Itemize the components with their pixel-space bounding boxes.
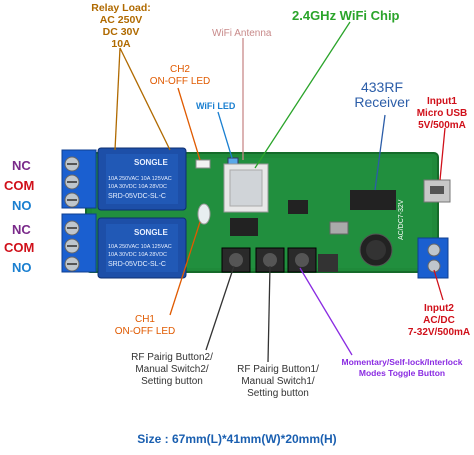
relay-ch2-rating-1: 10A 250VAC 10A 125VAC — [108, 176, 172, 182]
mode-button-label: Momentary/Self-lock/Interlock Modes Togg… — [330, 357, 474, 379]
terminal-com-2: COM — [4, 240, 35, 255]
ch1-led-label-line2: ON-OFF LED — [114, 326, 176, 337]
mode-button-line1: Momentary/Self-lock/Interlock — [341, 357, 463, 367]
relay-ch2-rating-2: 10A 30VDC 10A 28VDC — [108, 184, 168, 190]
relay-ch1 — [97, 217, 187, 279]
ic-chip — [230, 218, 258, 236]
relay-load-current: 10A — [111, 38, 131, 50]
relay-ch2-model: SRD-05VDC-SL-C — [108, 193, 166, 200]
input2-line2: AC/DC — [423, 315, 455, 326]
board-side-print: AC/DC7-32V — [398, 199, 405, 240]
ch1-led — [197, 203, 211, 225]
relay-ch1-rating-1: 10A 250VAC 10A 125VAC — [108, 244, 172, 250]
size-caption: Size : 67mm(L)*41mm(W)*20mm(H) — [137, 432, 337, 446]
relay-load-label: Relay Load: AC 250V DC 30V 10A — [90, 2, 152, 50]
rf-button1-label: RF Pairig Button1/ Manual Switch1/ Setti… — [226, 364, 330, 400]
terminal-no-2: NO — [12, 260, 32, 275]
relay-load-dc: DC 30V — [102, 26, 140, 38]
rf-receiver-line2: Receiver — [354, 94, 410, 110]
input2-label: Input2 AC/DC 7-32V/500mA — [404, 303, 474, 339]
mode-button-shape — [287, 247, 317, 273]
rf-button1-line3: Setting button — [247, 388, 309, 399]
terminal-com-1: COM — [4, 178, 35, 193]
terminal-nc-1: NC — [12, 158, 31, 173]
rf-button1-line2: Manual Switch1/ — [241, 376, 315, 387]
input2-line3: 7-32V/500mA — [407, 327, 471, 338]
input1-line1: Input1 — [427, 96, 457, 107]
ic-small — [288, 200, 308, 214]
rf-button2-line1: RF Pairig Button2/ — [131, 352, 213, 363]
ch2-led-label: CH2 ON-OFF LED — [148, 64, 212, 88]
wifi-led-label: WiFi LED — [196, 101, 236, 111]
rf-button-2-shape — [221, 247, 251, 273]
terminal-nc-2: NC — [12, 222, 31, 237]
input1-line3: 5V/500mA — [418, 120, 466, 131]
rf-button2-line3: Setting button — [141, 376, 203, 387]
crystal — [329, 221, 349, 235]
inductor — [318, 254, 338, 272]
rf-button2-line2: Manual Switch2/ — [135, 364, 209, 375]
terminal-block-ch1 — [61, 213, 97, 273]
ch2-led-label-line2: ON-OFF LED — [149, 76, 211, 87]
ic-chip-rf — [350, 190, 396, 210]
rf-button1-line1: RF Pairig Button1/ — [237, 364, 319, 375]
ch1-led-label: CH1 ON-OFF LED — [112, 314, 178, 338]
rf-receiver-label: 433RF Receiver — [343, 80, 421, 110]
relay-ch2 — [97, 147, 187, 211]
relay-ch1-rating-2: 10A 30VDC 10A 28VDC — [108, 252, 168, 258]
input1-label: Input1 Micro USB 5V/500mA — [410, 96, 474, 132]
power-terminal — [417, 237, 449, 279]
ch2-led — [195, 159, 211, 169]
ch2-led-label-line1: CH2 — [169, 64, 190, 75]
relay-ch2-brand: SONGLE — [134, 158, 168, 167]
input2-line1: Input2 — [424, 303, 454, 314]
ch1-led-label-line1: CH1 — [134, 314, 155, 325]
terminal-no-1: NO — [12, 198, 32, 213]
input1-line2: Micro USB — [416, 108, 468, 119]
wifi-chip-label: 2.4GHz WiFi Chip — [292, 8, 400, 23]
relay-load-title: Relay Load: — [91, 2, 151, 14]
mode-button-line2: Modes Toggle Button — [358, 368, 446, 378]
relay-load-ac: AC 250V — [99, 14, 143, 26]
wifi-antenna-label: WiFi Antenna — [212, 28, 272, 39]
relay-ch1-model: SRD-05VDC-SL-C — [108, 261, 166, 268]
rf-button2-label: RF Pairig Button2/ Manual Switch2/ Setti… — [118, 352, 226, 388]
terminal-block-ch2 — [61, 149, 97, 209]
relay-ch1-brand: SONGLE — [134, 228, 168, 237]
rf-receiver-line1: 433RF — [360, 79, 404, 95]
